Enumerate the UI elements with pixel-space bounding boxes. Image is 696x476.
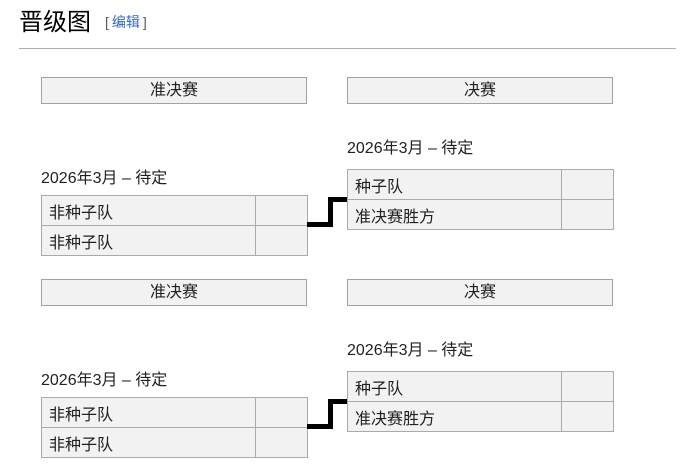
team-score	[561, 371, 614, 402]
match-date: 2026年3月 – 待定	[41, 170, 168, 187]
round-header-final: 决赛	[347, 279, 613, 306]
page-title: 晋级图 [编辑]	[19, 6, 676, 49]
team-score	[255, 195, 308, 226]
page-title-text: 晋级图	[19, 9, 91, 36]
team-name: 种子队	[347, 371, 562, 402]
match-date: 2026年3月 – 待定	[41, 372, 168, 389]
bracket-connector-line	[307, 222, 333, 227]
team-score	[255, 427, 308, 458]
bracket-container: 准决赛 决赛 2026年3月 – 待定 非种子队 非种子队 2026年3月 – …	[0, 77, 696, 458]
team-name: 非种子队	[41, 225, 256, 256]
team-score	[255, 397, 308, 428]
semifinal-match: 2026年3月 – 待定 非种子队 非种子队	[41, 169, 308, 256]
team-name: 非种子队	[41, 195, 256, 226]
bracket-connector-line	[328, 197, 333, 227]
table-row: 准决赛胜方	[347, 401, 614, 432]
table-row: 非种子队	[41, 225, 308, 256]
team-name: 非种子队	[41, 397, 256, 428]
bracket-connector-line	[307, 424, 333, 429]
match-date: 2026年3月 – 待定	[347, 140, 474, 157]
final-table: 种子队 准决赛胜方	[347, 371, 614, 432]
team-name: 种子队	[347, 169, 562, 200]
table-row: 种子队	[347, 371, 614, 402]
team-name: 非种子队	[41, 427, 256, 458]
table-row: 准决赛胜方	[347, 199, 614, 230]
final-table: 种子队 准决赛胜方	[347, 169, 614, 230]
team-score	[561, 199, 614, 230]
edit-bracket-close: ]	[142, 14, 147, 30]
bracket-connector-line	[328, 399, 333, 429]
semifinal-table: 非种子队 非种子队	[41, 397, 308, 458]
round-header-final: 决赛	[347, 77, 613, 104]
edit-section: [编辑]	[105, 14, 147, 30]
table-row: 非种子队	[41, 397, 308, 428]
bracket-connector-line	[328, 197, 347, 202]
team-score	[561, 169, 614, 200]
team-score	[255, 225, 308, 256]
team-name: 准决赛胜方	[347, 199, 562, 230]
team-name: 准决赛胜方	[347, 401, 562, 432]
semifinal-match: 2026年3月 – 待定 非种子队 非种子队	[41, 371, 308, 458]
table-row: 种子队	[347, 169, 614, 200]
edit-link[interactable]: 编辑	[111, 14, 140, 30]
team-score	[561, 401, 614, 432]
final-match: 2026年3月 – 待定 种子队 准决赛胜方	[347, 139, 614, 230]
round-header-semifinal: 准决赛	[41, 77, 307, 104]
semifinal-table: 非种子队 非种子队	[41, 195, 308, 256]
round-header-semifinal: 准决赛	[41, 279, 307, 306]
edit-bracket-open: [	[105, 14, 109, 30]
match-date: 2026年3月 – 待定	[347, 342, 474, 359]
bracket-section-2: 准决赛 决赛 2026年3月 – 待定 非种子队 非种子队 2026年3月 – …	[41, 279, 654, 458]
bracket-connector-line	[328, 399, 347, 404]
table-row: 非种子队	[41, 427, 308, 458]
bracket-section-1: 准决赛 决赛 2026年3月 – 待定 非种子队 非种子队 2026年3月 – …	[41, 77, 654, 256]
final-match: 2026年3月 – 待定 种子队 准决赛胜方	[347, 341, 614, 432]
table-row: 非种子队	[41, 195, 308, 226]
